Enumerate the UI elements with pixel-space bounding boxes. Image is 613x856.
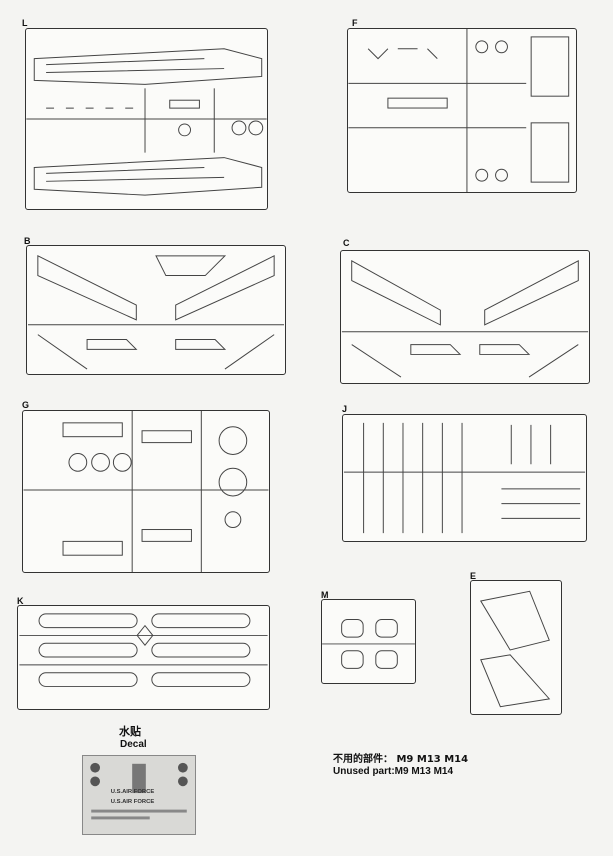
sprue-m (321, 599, 416, 684)
sprue-m-drawing (322, 619, 415, 669)
sprue-f-drawing (348, 29, 570, 192)
sprue-label-j: J (342, 404, 348, 414)
decal-sheet-drawing: U.S.AIR FORCE U.S.AIR FORCE (90, 762, 188, 820)
sprue-b (26, 245, 286, 375)
sprue-e-drawing (480, 590, 551, 708)
sprue-c-drawing (341, 260, 589, 378)
decal-text-1: U.S.AIR FORCE (111, 789, 155, 795)
sprue-f (347, 28, 577, 193)
sprue-label-e: E (470, 571, 477, 581)
sprue-e (470, 580, 562, 715)
sprue-g-drawing (23, 411, 269, 572)
sprue-c (340, 250, 590, 384)
sprue-k-drawing (19, 613, 268, 687)
sprue-j-drawing (343, 422, 586, 534)
sprue-label-k: K (17, 596, 24, 606)
sprue-label-b: B (24, 236, 31, 246)
decal-text-2: U.S.AIR FORCE (111, 799, 155, 805)
sprue-label-f: F (352, 18, 358, 28)
decal-title-en: Decal (120, 739, 147, 750)
sprue-label-m: M (321, 590, 329, 600)
sprue-k (17, 605, 270, 710)
sprue-label-l: L (22, 18, 28, 28)
decal-title-cn: 水贴 (119, 725, 141, 738)
sprue-l (25, 28, 268, 210)
sprue-j (342, 414, 587, 542)
sprue-label-c: C (343, 238, 350, 248)
sprue-g (22, 410, 270, 573)
sprue-l-drawing (26, 48, 267, 196)
sprue-b-drawing (28, 255, 284, 370)
unused-parts-en: Unused part:M9 M13 M14 (333, 766, 454, 777)
unused-parts-cn: 不用的部件： M9 M13 M14 (333, 754, 469, 765)
decal-sheet: U.S.AIR FORCE U.S.AIR FORCE (82, 755, 196, 835)
sprue-label-g: G (22, 400, 30, 410)
